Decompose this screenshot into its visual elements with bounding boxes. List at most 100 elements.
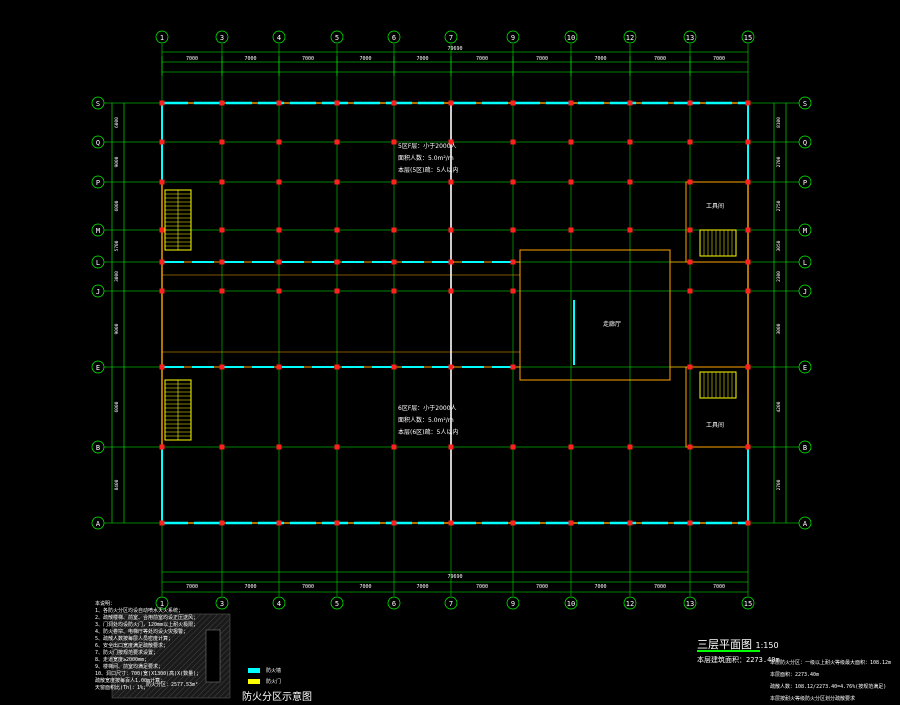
axis-label: L bbox=[803, 259, 807, 267]
axis-bubble bbox=[91, 223, 105, 237]
axis-label: E bbox=[803, 364, 807, 372]
bay-dim-top: 7000 bbox=[654, 56, 666, 62]
bay-dim-top: 7000 bbox=[476, 56, 488, 62]
zone-upper-line1: 5区F层：小于2000人 bbox=[398, 142, 457, 150]
column bbox=[745, 179, 751, 185]
row-dim-left: 6000 bbox=[114, 401, 120, 412]
axis-bubble bbox=[798, 96, 812, 110]
column bbox=[391, 364, 397, 370]
column bbox=[219, 444, 225, 450]
note-item: 5、疏散人数按每层人员密度计算； bbox=[95, 636, 174, 642]
axis-label: J bbox=[803, 288, 807, 296]
column bbox=[391, 444, 397, 450]
mini-diagram-label: 防火分区：2577.53m² bbox=[146, 682, 199, 688]
axis-label: Q bbox=[803, 139, 807, 147]
axis-bubble bbox=[272, 596, 286, 610]
bay-dim-top: 7000 bbox=[244, 56, 256, 62]
column bbox=[159, 100, 165, 106]
note-item: 1、各防火分区均设自动喷水灭火系统； bbox=[95, 608, 184, 614]
room-corridor: 走廊厅 bbox=[603, 320, 621, 328]
column bbox=[510, 259, 516, 265]
column bbox=[159, 227, 165, 233]
bay-dim-top: 7000 bbox=[416, 56, 428, 62]
fire-walls bbox=[161, 101, 749, 525]
column bbox=[448, 227, 454, 233]
axis-label: 12 bbox=[626, 600, 634, 608]
column bbox=[568, 520, 574, 526]
axis-label: 13 bbox=[686, 600, 694, 608]
mini-diagram-subtitle: 防火分区示意图 bbox=[242, 692, 312, 703]
column bbox=[334, 520, 340, 526]
column bbox=[745, 259, 751, 265]
column bbox=[448, 139, 454, 145]
axis-label: 10 bbox=[567, 600, 575, 608]
axis-label: 15 bbox=[744, 34, 752, 42]
note-item: 6、安全出口宽度满足疏散要求； bbox=[95, 643, 169, 649]
axis-bubble bbox=[798, 440, 812, 454]
column bbox=[276, 364, 282, 370]
column bbox=[219, 259, 225, 265]
column bbox=[510, 288, 516, 294]
column bbox=[159, 520, 165, 526]
plan-labels: 5区F层：小于2000人 面积人数：5.0m²/m 本层(5区)疏：5人以内 6… bbox=[398, 142, 724, 436]
axis-label: 4 bbox=[277, 600, 281, 608]
column bbox=[276, 259, 282, 265]
axis-bubble bbox=[330, 596, 344, 610]
column bbox=[276, 520, 282, 526]
column bbox=[448, 364, 454, 370]
axis-label: P bbox=[96, 179, 100, 187]
bay-dim-top: 7000 bbox=[359, 56, 371, 62]
axis-bubble bbox=[683, 596, 697, 610]
column bbox=[219, 364, 225, 370]
axis-bubble bbox=[798, 516, 812, 530]
column bbox=[627, 520, 633, 526]
floor-area: 本层建筑面积：2273.40m bbox=[697, 656, 780, 664]
column bbox=[391, 179, 397, 185]
column bbox=[334, 227, 340, 233]
axis-bubble bbox=[215, 596, 229, 610]
bay-dim-top: 7000 bbox=[536, 56, 548, 62]
axis-label: 9 bbox=[511, 34, 515, 42]
zone-lower-line3: 本层(6区)疏：5人以内 bbox=[398, 428, 458, 436]
axis-bubble bbox=[91, 255, 105, 269]
column bbox=[159, 444, 165, 450]
axis-bubble bbox=[387, 596, 401, 610]
axis-label: 7 bbox=[449, 600, 453, 608]
axis-label: J bbox=[96, 288, 100, 296]
axis-bubble bbox=[91, 175, 105, 189]
axis-label: S bbox=[803, 100, 807, 108]
overall-dim-top: 79690 bbox=[447, 46, 462, 52]
bay-dim-top: 7000 bbox=[594, 56, 606, 62]
column bbox=[687, 259, 693, 265]
bay-dim-bottom: 7000 bbox=[476, 584, 488, 590]
column bbox=[687, 179, 693, 185]
axis-bubble bbox=[215, 30, 229, 44]
column bbox=[334, 259, 340, 265]
axis-label: 9 bbox=[511, 600, 515, 608]
column bbox=[391, 520, 397, 526]
overall-dim-bottom: 79690 bbox=[447, 574, 462, 580]
column bbox=[219, 100, 225, 106]
note-item: 10、洞口尺寸：700(宽)X1300(高)X(数量)； bbox=[95, 671, 202, 677]
axis-bubble bbox=[741, 30, 755, 44]
drawing-title-text: 三层平面图 bbox=[697, 638, 752, 651]
axis-bubble bbox=[623, 30, 637, 44]
axis-label: 5 bbox=[335, 34, 339, 42]
column bbox=[687, 364, 693, 370]
column bbox=[627, 444, 633, 450]
column bbox=[276, 139, 282, 145]
column bbox=[334, 179, 340, 185]
column bbox=[334, 364, 340, 370]
column bbox=[159, 259, 165, 265]
axis-label: 5 bbox=[335, 600, 339, 608]
notes-heading: 本说明： bbox=[95, 601, 116, 607]
drawing-scale: 1:150 bbox=[755, 641, 779, 650]
area-summary-line: 疏散人数：108.12/2273.40=4.76%(按规范满足) bbox=[770, 684, 887, 690]
axis-label: P bbox=[803, 179, 807, 187]
bay-dim-bottom: 7000 bbox=[186, 584, 198, 590]
column bbox=[391, 227, 397, 233]
axis-bubble bbox=[91, 440, 105, 454]
column bbox=[627, 139, 633, 145]
column bbox=[448, 444, 454, 450]
row-dim-left: 5700 bbox=[114, 240, 120, 251]
